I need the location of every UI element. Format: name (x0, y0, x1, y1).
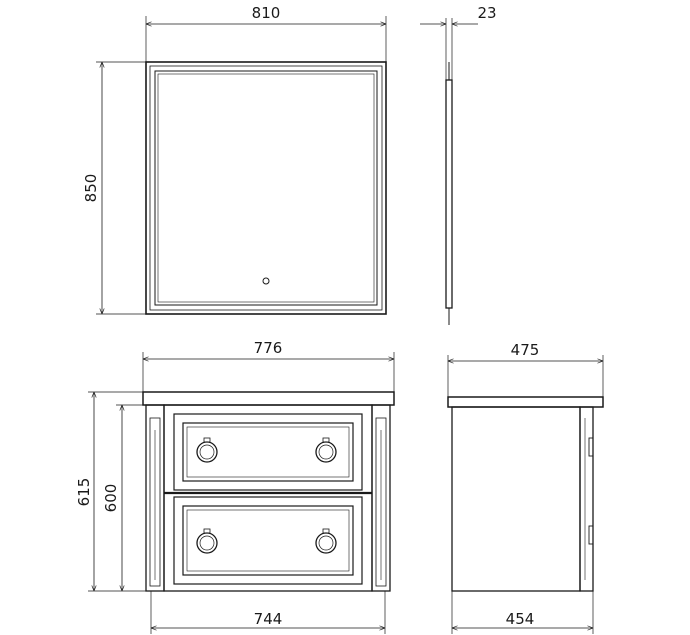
body-width-label: 744 (254, 610, 283, 628)
height-total-label: 615 (75, 478, 93, 507)
mirror-width-label: 810 (252, 4, 281, 22)
drawer-bottom-panel-inner (186, 509, 350, 572)
left-leg-panel (149, 417, 161, 587)
dim-height-body: 600 (102, 404, 146, 591)
countertop (142, 391, 395, 406)
right-leg-panel (375, 417, 387, 587)
mirror-glass (157, 73, 375, 303)
mirror-frame-inner-edge (149, 65, 383, 311)
side-countertop (447, 396, 604, 408)
cabinet-front-view (142, 391, 395, 592)
drawer-bottom-panel (182, 505, 354, 576)
height-body-label: 600 (102, 484, 120, 513)
mirror-front-view (145, 61, 387, 315)
mirror-outer-frame (145, 61, 387, 315)
drawer-bottom (173, 496, 363, 585)
mirror-led-strip (154, 70, 378, 306)
side-handle-top (588, 437, 594, 457)
dim-depth-body: 454 (451, 591, 594, 634)
side-handle-bottom (588, 525, 594, 545)
dim-top-width: 776 (142, 339, 395, 392)
mirror-side-view (445, 62, 453, 325)
dim-mirror-height: 850 (82, 61, 146, 315)
mirror-depth-label: 23 (477, 4, 496, 22)
dim-height-total: 615 (75, 391, 146, 592)
drawer-top-panel-inner (186, 426, 350, 478)
side-body (451, 406, 581, 592)
depth-top-label: 475 (511, 341, 540, 359)
drawer-top-panel (182, 422, 354, 482)
mirror-height-label: 850 (82, 174, 100, 203)
cabinet-side-view (447, 396, 604, 592)
mirror-touch-switch-icon (262, 277, 270, 285)
dim-depth-top: 475 (447, 341, 604, 397)
dim-mirror-width: 810 (145, 4, 387, 62)
drawer-top (173, 413, 363, 491)
dim-mirror-depth: 23 (420, 4, 497, 80)
cabinet-body (163, 404, 373, 592)
top-width-label: 776 (254, 339, 283, 357)
side-drawer-fronts (579, 406, 594, 592)
mirror-side-profile (445, 79, 453, 309)
depth-body-label: 454 (506, 610, 535, 628)
dim-body-width: 744 (150, 591, 386, 634)
